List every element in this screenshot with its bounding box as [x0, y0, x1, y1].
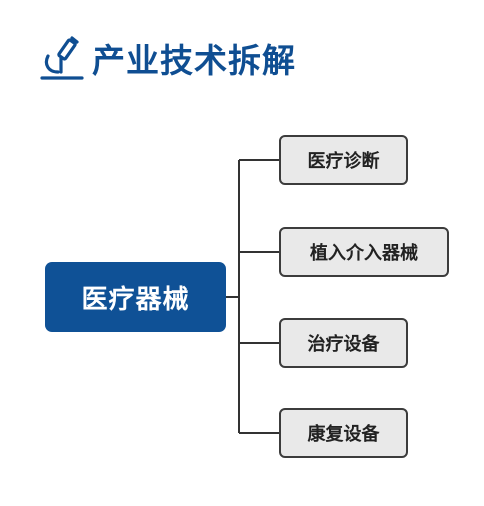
- page-header: 产业技术拆解: [38, 34, 296, 82]
- root-node: 医疗器械: [45, 262, 226, 332]
- microscope-icon: [40, 36, 84, 80]
- branch-node-medical-diagnosis: 医疗诊断: [279, 135, 408, 185]
- page-title: 产业技术拆解: [92, 41, 296, 80]
- branch-node-treatment-equipment: 治疗设备: [279, 318, 408, 368]
- branch-node-rehab-equipment: 康复设备: [279, 408, 408, 458]
- branch-node-implant-devices: 植入介入器械: [279, 227, 449, 277]
